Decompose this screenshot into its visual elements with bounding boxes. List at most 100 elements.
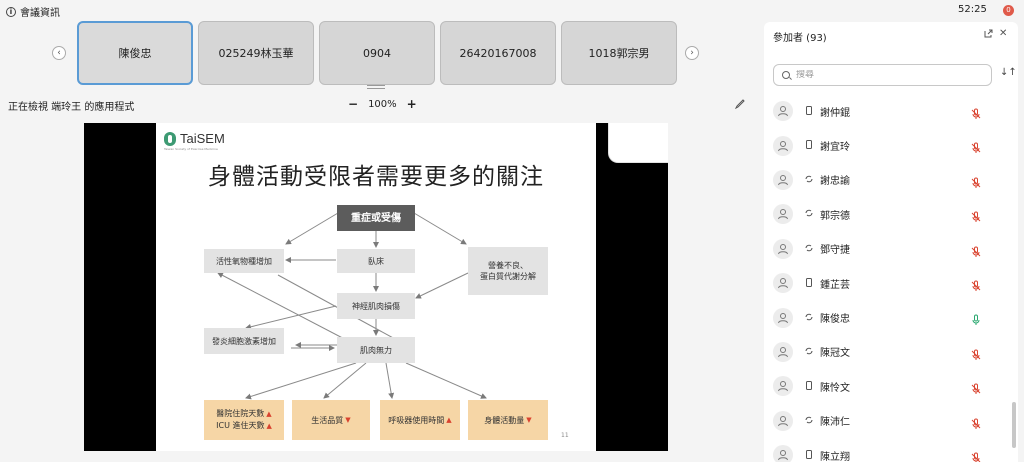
tiles-next-button[interactable]: › (685, 46, 699, 60)
microphone-muted-icon[interactable] (970, 139, 982, 154)
meeting-timer: 52:25 (958, 4, 987, 15)
microphone-muted-icon[interactable] (970, 346, 982, 360)
hospital-line-2: ICU 進住天數▲ (216, 420, 272, 432)
microphone-muted-icon[interactable] (970, 449, 982, 462)
sync-icon (804, 313, 814, 323)
notification-badge[interactable]: 0 (1003, 5, 1014, 16)
participant-name: 鍾芷芸 (820, 279, 850, 291)
tile-name: 1018郭宗男 (588, 47, 650, 60)
zoom-control: − 100% + (348, 97, 417, 111)
microphone-muted-icon[interactable] (970, 174, 982, 188)
participant-name: 陳冠文 (820, 348, 850, 360)
tiles-prev-button[interactable]: ‹ (52, 46, 66, 60)
neuromuscular-box: 神經肌肉損傷 (337, 293, 415, 319)
participant-name: 陳怜文 (820, 382, 850, 394)
meeting-info-button[interactable]: i 會議資訊 (6, 4, 60, 19)
close-icon[interactable]: ✕ (999, 28, 1008, 39)
participant-row[interactable]: 鄧守捷 (773, 232, 1005, 266)
logo-text: TaiSEM (180, 131, 225, 146)
increase-triangle-icon: ▲ (266, 410, 272, 418)
microphone-muted-icon[interactable] (970, 243, 982, 257)
participant-row[interactable]: 鍾芷芸 (773, 266, 1005, 300)
participant-name: 鄧守捷 (820, 245, 850, 257)
participant-name: 陳立翔 (820, 451, 850, 462)
avatar (773, 169, 793, 190)
zoom-out-button[interactable]: − (348, 97, 359, 111)
quality-text: 生活品質 (311, 415, 344, 425)
microphone-muted-icon[interactable] (970, 380, 982, 395)
physical-activity-box: 身體活動量▼ (468, 400, 548, 440)
tile-name: 025249林玉華 (218, 47, 294, 60)
quality-of-life-box: 生活品質▼ (292, 400, 370, 440)
participant-row[interactable]: 陳冠文 (773, 335, 1005, 369)
avatar (773, 101, 793, 122)
microphone-muted-icon[interactable] (970, 277, 982, 291)
scrollbar-track[interactable] (1012, 94, 1016, 454)
avatar (773, 273, 793, 294)
video-tile[interactable]: 0904 (319, 21, 435, 85)
resize-grip-handle[interactable] (367, 85, 385, 89)
slide-title: 身體活動受限者需要更多的關注 (208, 164, 544, 190)
sync-icon (804, 175, 814, 185)
video-tile[interactable]: 陳俊忠 (77, 21, 193, 85)
participant-row[interactable]: 陳俊忠 (773, 300, 1005, 334)
microphone-muted-icon[interactable] (970, 105, 982, 119)
popout-icon[interactable] (984, 29, 993, 41)
participant-row[interactable]: 謝宜玲 (773, 128, 1005, 162)
tile-name: 0904 (363, 46, 391, 60)
sync-icon (804, 416, 814, 426)
increase-triangle-icon: ▲ (446, 415, 452, 424)
participants-title: 參加者 (93) (773, 33, 827, 44)
microphone-muted-icon[interactable] (970, 208, 982, 223)
video-tile-strip: 陳俊忠 025249林玉華 0904 26420167008 1018郭宗男 (77, 21, 677, 85)
microphone-icon[interactable] (970, 311, 982, 326)
sync-icon (804, 244, 814, 254)
phone-icon (804, 105, 814, 117)
oxidative-stress-box: 活性氧物種增加 (204, 249, 284, 273)
viewing-label: 正在檢視 端玲王 的應用程式 (8, 102, 135, 113)
microphone-muted-icon[interactable] (970, 415, 982, 429)
bedrest-box: 臥床 (337, 249, 415, 273)
video-tile[interactable]: 1018郭宗男 (561, 21, 677, 85)
ventilator-text: 呼吸器使用時間 (388, 415, 445, 425)
participant-search[interactable] (773, 64, 992, 86)
zoom-level: 100% (368, 98, 397, 110)
participant-name: 陳俊忠 (820, 314, 850, 326)
participant-row[interactable]: 謝仲錕 (773, 94, 1005, 128)
avatar (773, 307, 793, 328)
avatar (773, 238, 793, 259)
avatar (773, 445, 793, 462)
sort-icon[interactable]: ↓↑ (1000, 67, 1017, 78)
participant-list: 謝仲錕謝宜玲謝忠諭郭宗德鄧守捷鍾芷芸陳俊忠陳冠文陳怜文陳沛仁陳立翔 (773, 94, 1005, 462)
search-input[interactable] (796, 70, 976, 80)
participant-row[interactable]: 謝忠諭 (773, 163, 1005, 197)
participant-name: 陳沛仁 (820, 417, 850, 429)
presentation-slide: TaiSEM Taiwan Society of Exercise Medici… (156, 123, 668, 451)
participant-row[interactable]: 陳怜文 (773, 369, 1005, 403)
participant-name: 謝宜玲 (820, 142, 850, 154)
participants-panel: 參加者 (93) ✕ ↓↑ 謝仲錕謝宜玲謝忠諭郭宗德鄧守捷鍾芷芸陳俊忠陳冠文陳怜… (764, 22, 1018, 462)
avatar (773, 204, 793, 225)
annotate-icon[interactable] (734, 99, 745, 112)
participant-row[interactable]: 陳立翔 (773, 438, 1005, 462)
phone-icon (804, 449, 814, 461)
activity-text: 身體活動量 (484, 415, 525, 425)
increase-triangle-icon: ▲ (266, 422, 272, 430)
video-tile[interactable]: 025249林玉華 (198, 21, 314, 85)
hospital-line-1-text: 醫院住院天數 (216, 409, 265, 418)
video-tile[interactable]: 26420167008 (440, 21, 556, 85)
participant-row[interactable]: 郭宗德 (773, 197, 1005, 231)
slide-overlay-corner (608, 123, 668, 163)
hospital-line-2-text: ICU 進住天數 (216, 421, 265, 430)
scrollbar-thumb[interactable] (1012, 402, 1016, 448)
slide-page-number: 11 (561, 432, 569, 439)
hospital-line-1: 醫院住院天數▲ (216, 408, 271, 420)
inflammatory-box: 發炎細胞激素增加 (204, 328, 284, 354)
malnutrition-box: 營養不良、 蛋白質代謝分解 (468, 247, 548, 295)
zoom-in-button[interactable]: + (406, 97, 417, 111)
decrease-triangle-icon: ▼ (526, 415, 532, 424)
shared-screen[interactable]: TaiSEM Taiwan Society of Exercise Medici… (84, 123, 668, 451)
participant-row[interactable]: 陳沛仁 (773, 404, 1005, 438)
search-icon (782, 71, 790, 79)
logo-subtitle: Taiwan Society of Exercise Medicine (164, 147, 218, 151)
